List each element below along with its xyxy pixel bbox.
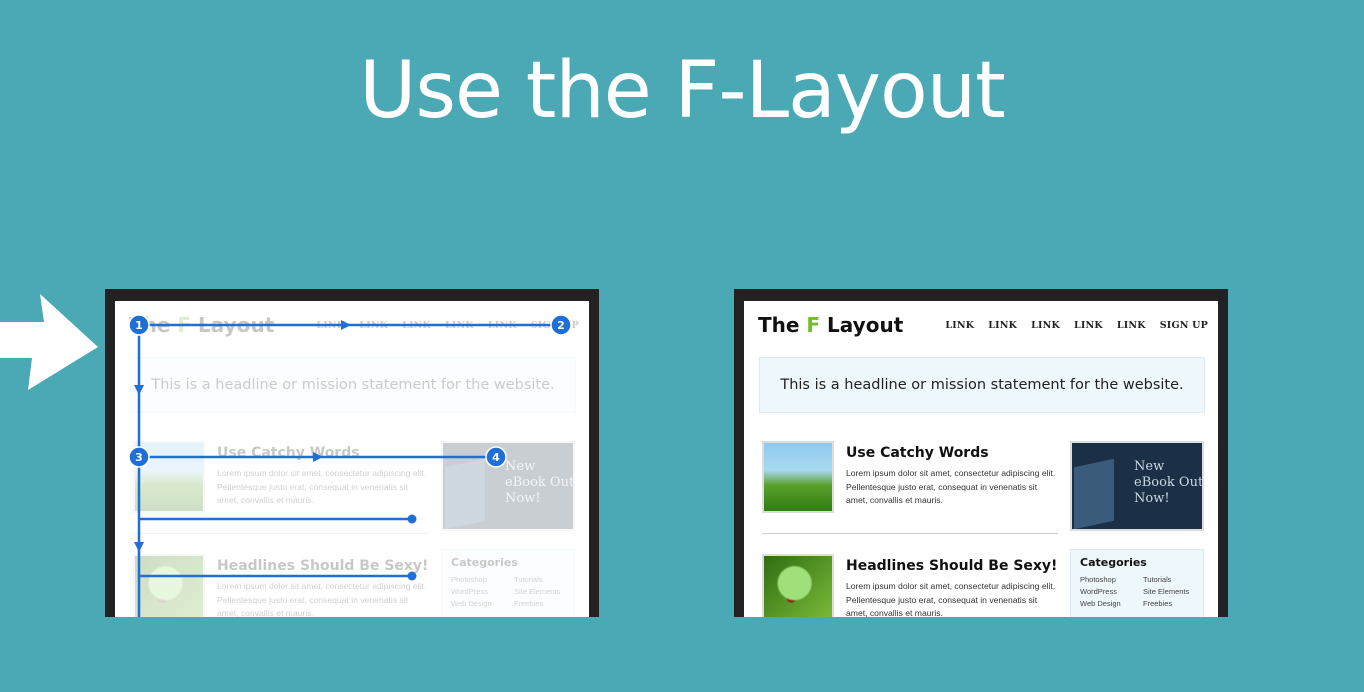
post-item: Headlines Should Be Sexy! Lorem ipsum do… (762, 554, 1058, 617)
post-thumbnail (133, 554, 205, 617)
nav-sign-up[interactable]: SIGN UP (530, 320, 579, 331)
mission-headline: This is a headline or mission statement … (759, 357, 1205, 413)
book-cover-image (445, 458, 485, 529)
category-link[interactable]: Tutorials (514, 575, 543, 584)
category-link[interactable]: Freebies (514, 599, 544, 608)
post-title[interactable]: Use Catchy Words (217, 445, 360, 461)
post-excerpt: Lorem ipsum dolor sit amet, consectetur … (217, 581, 427, 617)
nav-link[interactable]: LINK (487, 320, 517, 331)
nav-sign-up[interactable]: SIGN UP (1159, 320, 1208, 331)
category-link[interactable]: Web Design (1080, 599, 1121, 608)
clean-mockup-frame: The F Layout LINK LINK LINK LINK LINK SI… (734, 289, 1228, 617)
post-item: Use Catchy Words Lorem ipsum dolor sit a… (762, 441, 1058, 517)
post-item: Headlines Should Be Sexy! Lorem ipsum do… (133, 554, 429, 617)
post-divider (133, 533, 429, 534)
nav-link[interactable]: LINK (1074, 320, 1103, 331)
category-link[interactable]: Photoshop (1080, 575, 1116, 584)
category-link[interactable]: Site Elements (514, 587, 561, 596)
ebook-banner[interactable]: New eBook Out Now! (1070, 441, 1204, 531)
post-excerpt: Lorem ipsum dolor sit amet, consectetur … (846, 581, 1056, 617)
book-cover-image (1074, 458, 1114, 529)
website-mockup: The F Layout LINK LINK LINK LINK LINK SI… (744, 301, 1218, 617)
nav-link[interactable]: LINK (402, 320, 431, 331)
site-nav: LINK LINK LINK LINK LINK SIGN UP (945, 320, 1208, 331)
f-pattern-mockup-frame: The F Layout LINK LINK LINK LINK LINK SI… (105, 289, 599, 617)
nav-link[interactable]: LINK (988, 320, 1018, 331)
post-title[interactable]: Headlines Should Be Sexy! (217, 558, 429, 574)
category-link[interactable]: WordPress (451, 587, 488, 596)
post-excerpt: Lorem ipsum dolor sit amet, consectetur … (846, 468, 1056, 505)
post-thumbnail (762, 441, 834, 513)
category-link[interactable]: Freebies (1143, 599, 1173, 608)
category-link[interactable]: Site Elements (1143, 587, 1190, 596)
post-item: Use Catchy Words Lorem ipsum dolor sit a… (133, 441, 429, 517)
category-link[interactable]: Tutorials (1143, 575, 1172, 584)
categories-box: Categories Photoshop Tutorials WordPress… (1070, 549, 1204, 617)
category-link[interactable]: WordPress (1080, 587, 1117, 596)
direction-arrow-icon (134, 542, 144, 552)
nav-link[interactable]: LINK (445, 320, 474, 331)
post-divider (762, 533, 1058, 534)
website-mockup-faded: The F Layout LINK LINK LINK LINK LINK SI… (115, 301, 589, 617)
site-logo: The F Layout (129, 313, 275, 337)
site-nav: LINK LINK LINK LINK LINK SIGN UP (316, 320, 579, 331)
categories-title: Categories (451, 556, 518, 569)
ebook-banner[interactable]: New eBook Out Now! (441, 441, 575, 531)
nav-link[interactable]: LINK (945, 320, 975, 331)
nav-link[interactable]: LINK (1031, 320, 1060, 331)
pointer-arrow-icon (0, 294, 98, 390)
mission-headline: This is a headline or mission statement … (130, 357, 576, 413)
category-link[interactable]: Photoshop (451, 575, 487, 584)
slide-title: Use the F-Layout (359, 46, 1005, 136)
post-title[interactable]: Use Catchy Words (846, 445, 989, 461)
post-title[interactable]: Headlines Should Be Sexy! (846, 558, 1058, 574)
categories-box: Categories Photoshop Tutorials WordPress… (441, 549, 575, 617)
post-thumbnail (133, 441, 205, 513)
post-excerpt: Lorem ipsum dolor sit amet, consectetur … (217, 468, 427, 505)
nav-link[interactable]: LINK (359, 320, 389, 331)
categories-title: Categories (1080, 556, 1147, 569)
nav-link[interactable]: LINK (1116, 320, 1146, 331)
category-link[interactable]: Web Design (451, 599, 492, 608)
nav-link[interactable]: LINK (316, 320, 346, 331)
site-logo: The F Layout (758, 313, 904, 337)
post-thumbnail (762, 554, 834, 617)
